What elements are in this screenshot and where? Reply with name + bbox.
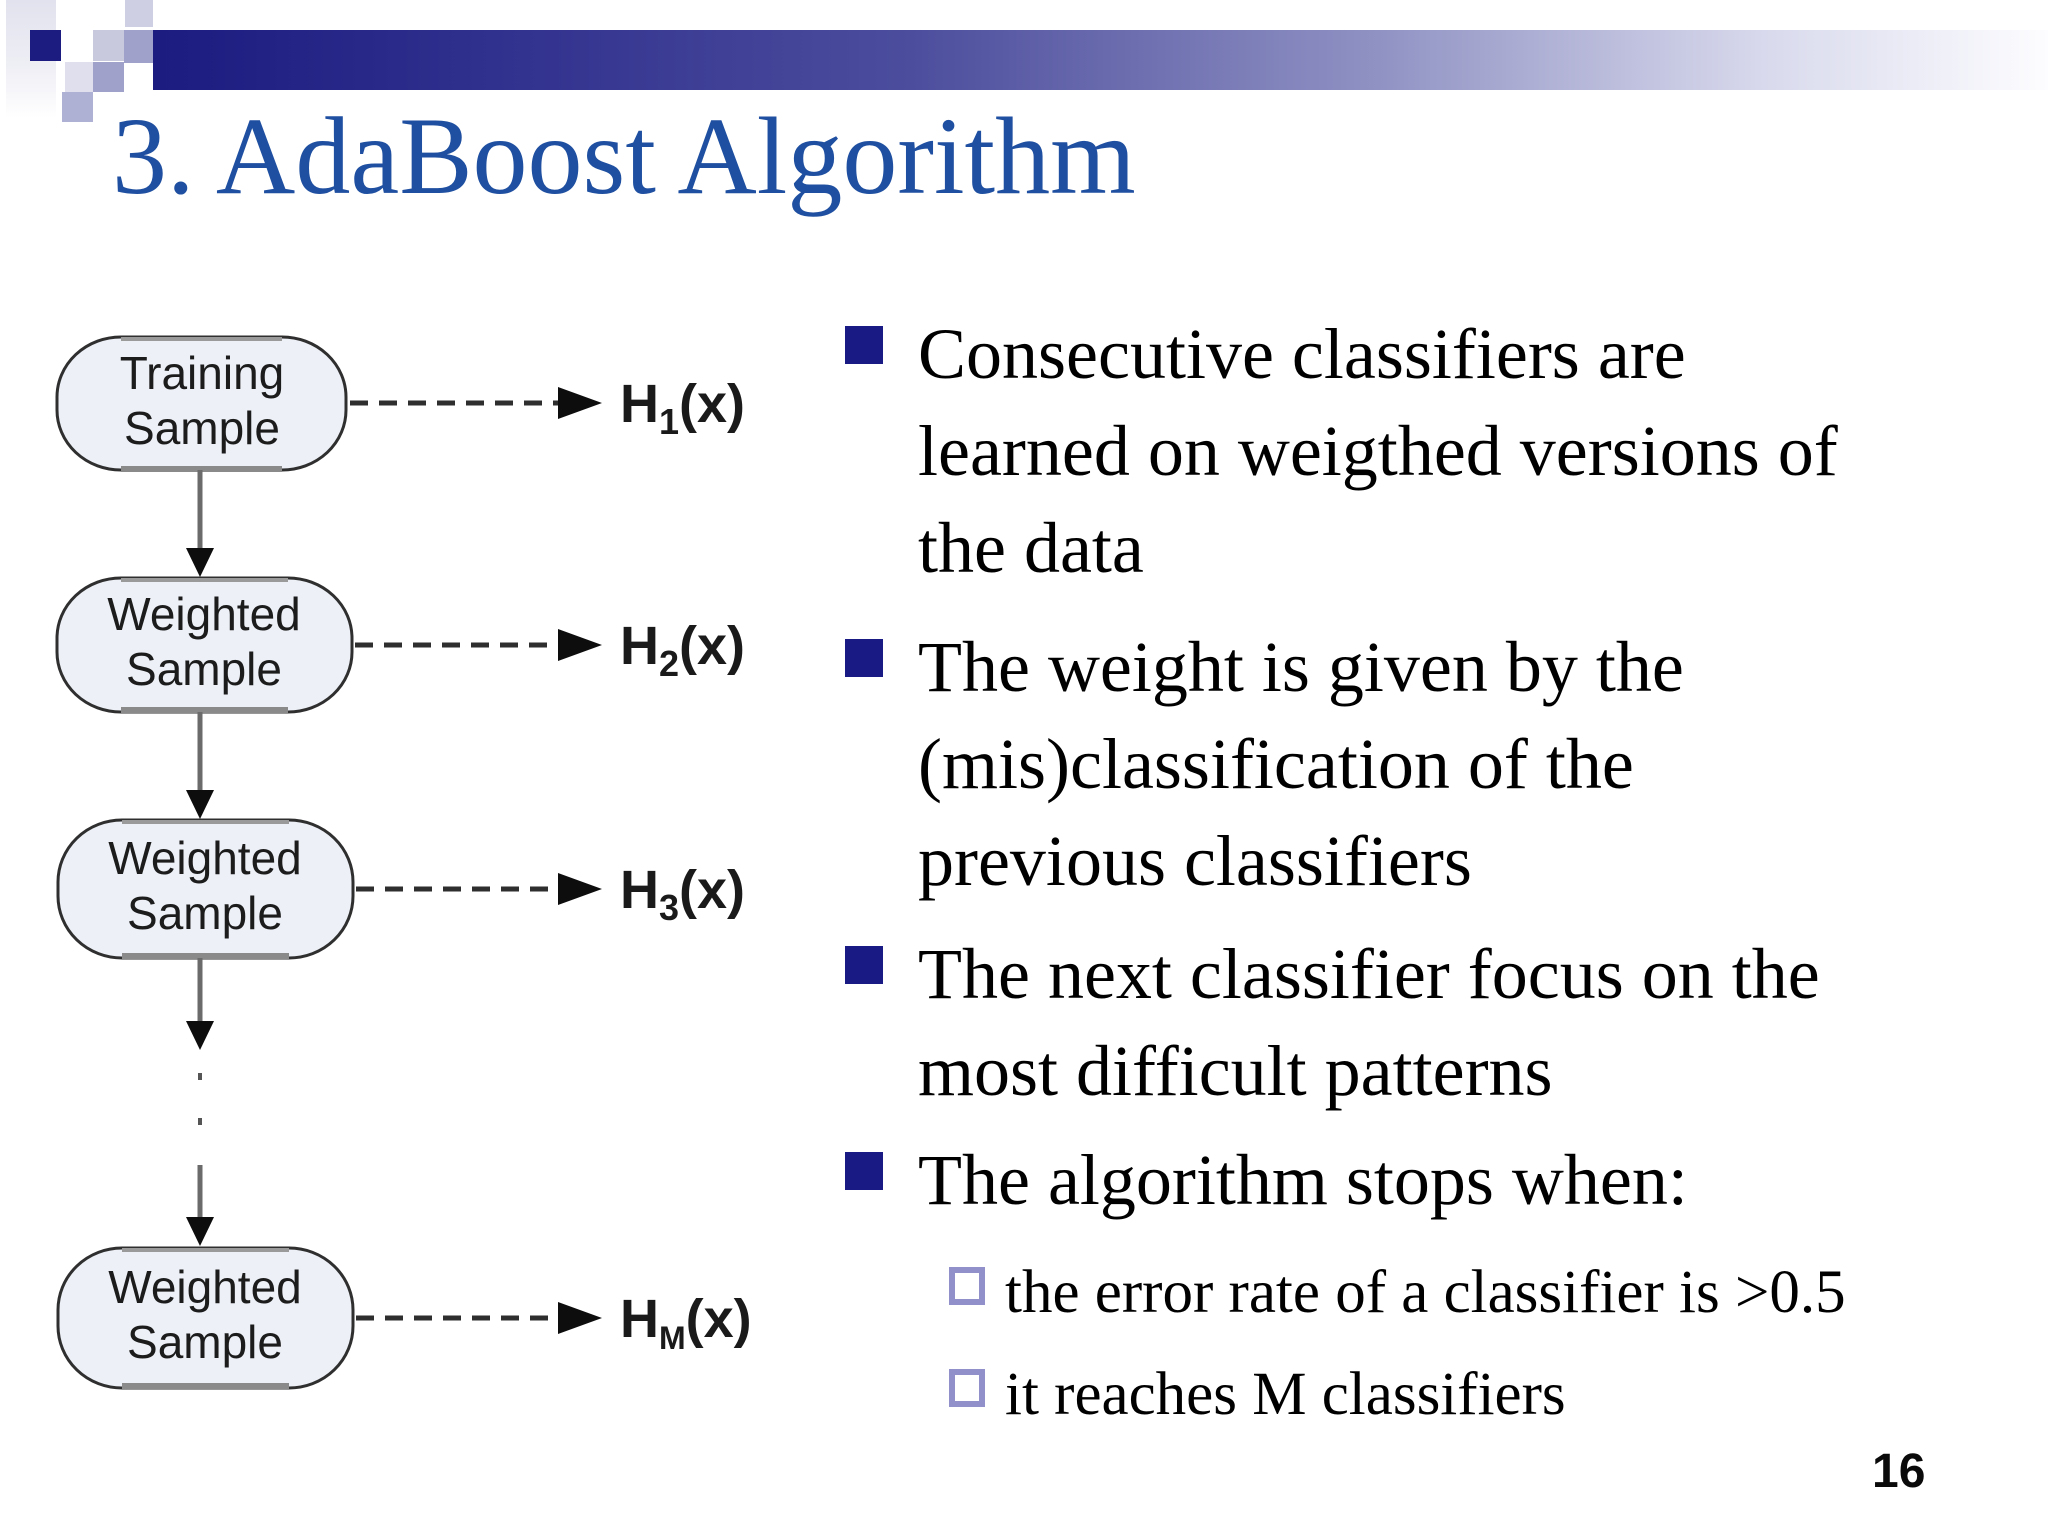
bullet-line: most difficult patterns — [918, 1031, 1553, 1111]
flow-node-weighted-sample-2: Weighted Sample — [56, 818, 355, 960]
dashed-arrow-h1 — [350, 387, 602, 419]
node-label: Sample — [127, 887, 283, 939]
sub-bullet-item: it reaches M classifiers — [949, 1345, 2020, 1445]
page-number: 16 — [1872, 1445, 1926, 1498]
dashed-arrow-h3 — [356, 873, 602, 905]
dashed-arrow-hm — [356, 1302, 602, 1334]
bullet-item: The algorithm stops when: — [845, 1132, 2020, 1229]
square-bullet-icon — [845, 326, 883, 364]
bullet-line: Consecutive classifiers are — [918, 314, 1686, 394]
bullet-item: The next classifier focus on the most di… — [845, 926, 2020, 1120]
node-label: Training — [120, 347, 284, 399]
bullet-text: The next classifier focus on the most di… — [918, 926, 1820, 1120]
node-label: Weighted — [108, 832, 302, 884]
page-title: 3. AdaBoost Algorithm — [112, 95, 1136, 217]
dashed-arrow-h2 — [355, 629, 602, 661]
flow-node-weighted-sample-1: Weighted Sample — [55, 576, 354, 714]
classifier-label-hm: HM(x) — [620, 1289, 752, 1356]
title-gradient-bar — [153, 30, 2048, 90]
classifier-label-h2: H2(x) — [620, 616, 745, 684]
deco-square — [30, 30, 61, 61]
classifier-label-h1: H1(x) — [620, 374, 745, 442]
bullet-line: the data — [918, 508, 1144, 588]
bullet-list: Consecutive classifiers are learned on w… — [845, 306, 2020, 1445]
bullet-line: (mis)classification of the — [918, 724, 1634, 804]
square-bullet-icon — [845, 1152, 883, 1190]
flow-node-weighted-sample-3: Weighted Sample — [56, 1246, 355, 1390]
square-bullet-icon — [845, 946, 883, 984]
deco-square — [124, 30, 153, 63]
flow-arrow-down-4 — [186, 1165, 214, 1246]
square-bullet-icon — [845, 639, 883, 677]
adaboost-flow-diagram: Training Sample Weighted Sample Weighted… — [55, 335, 752, 1390]
node-label: Weighted — [107, 588, 301, 640]
deco-square — [65, 62, 93, 92]
bullet-item: The weight is given by the (mis)classifi… — [845, 619, 2020, 910]
open-square-bullet-icon — [949, 1369, 985, 1407]
deco-square — [93, 30, 124, 61]
bullet-text: The weight is given by the (mis)classifi… — [918, 619, 1684, 910]
bullet-line: The next classifier focus on the — [918, 934, 1820, 1014]
bullet-line: The algorithm stops when: — [918, 1140, 1688, 1220]
flow-arrow-down-2 — [186, 712, 214, 819]
flow-node-training-sample: Training Sample — [55, 335, 348, 472]
node-label: Sample — [124, 402, 280, 454]
classifier-label-h3: H3(x) — [620, 860, 745, 928]
node-label: Weighted — [108, 1261, 302, 1313]
node-label: Sample — [127, 1316, 283, 1368]
bullet-line: The weight is given by the — [918, 627, 1684, 707]
open-square-bullet-icon — [949, 1267, 985, 1305]
bullet-text: Consecutive classifiers are learned on w… — [918, 306, 1838, 597]
flow-arrow-down-1 — [186, 470, 214, 577]
flow-arrow-down-3 — [186, 958, 214, 1050]
bullet-text: The algorithm stops when: — [918, 1132, 1688, 1229]
sub-bullet-text: it reaches M classifiers — [1005, 1361, 1566, 1428]
deco-square — [125, 0, 153, 27]
node-label: Sample — [126, 643, 282, 695]
sub-bullet-text: the error rate of a classifier is >0.5 — [1005, 1259, 1846, 1326]
bullet-item: Consecutive classifiers are learned on w… — [845, 306, 2020, 597]
bullet-line: previous classifiers — [918, 821, 1472, 901]
deco-square — [62, 92, 93, 122]
bullet-line: learned on weigthed versions of — [918, 411, 1838, 491]
deco-square — [93, 62, 124, 92]
sub-bullet-item: the error rate of a classifier is >0.5 — [949, 1243, 2020, 1343]
